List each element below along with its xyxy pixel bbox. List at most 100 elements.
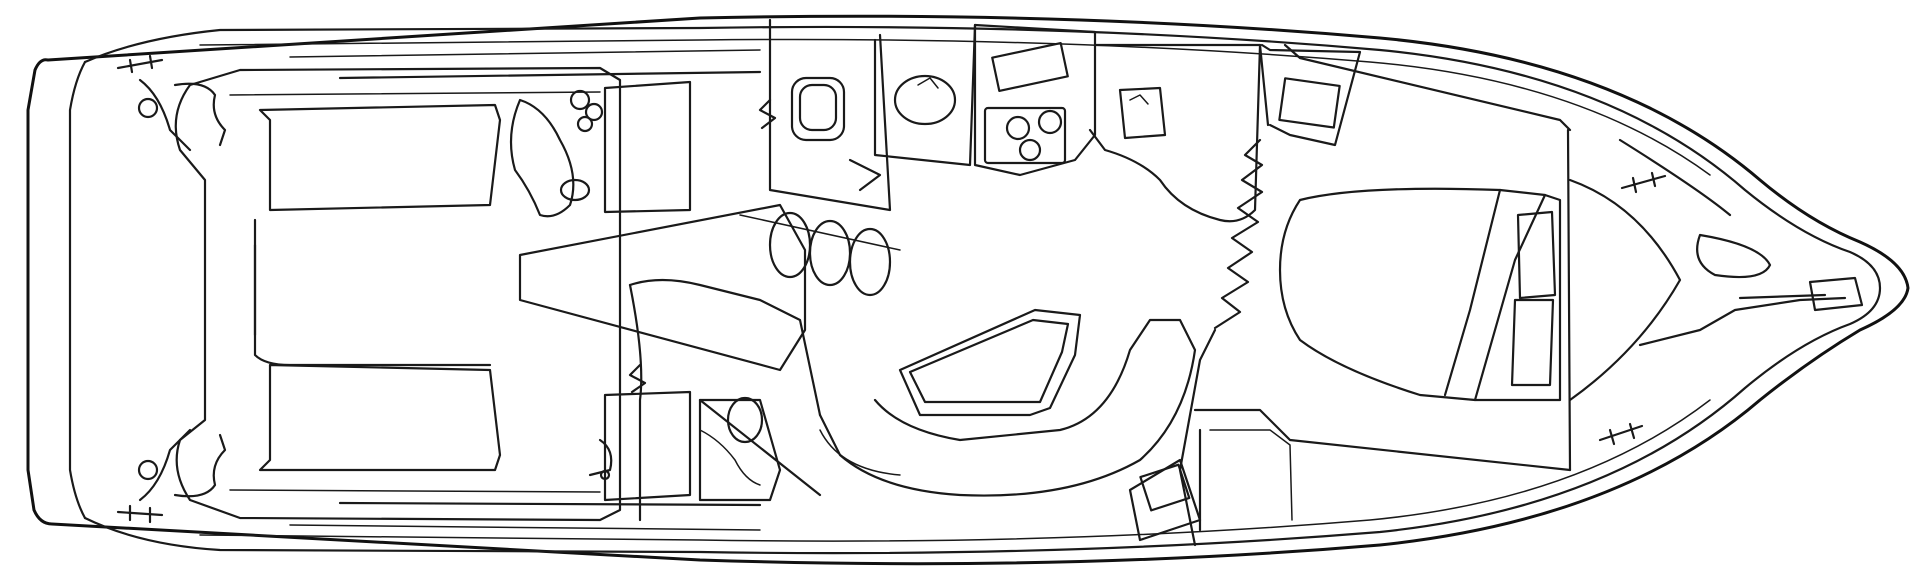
wetbar-sink-icon <box>559 178 591 202</box>
cockpit-wetbar <box>509 98 575 218</box>
anchor-locker-hatch <box>1696 233 1772 279</box>
cleats <box>116 54 1667 524</box>
dinette-table <box>898 308 1082 417</box>
wetbar-knob-3 <box>576 115 594 133</box>
side-deck-rail-top <box>338 70 762 80</box>
forward-bulkhead-lower <box>1178 328 1217 547</box>
drain-circle-bottom <box>137 459 159 481</box>
head-faucet <box>917 77 939 89</box>
cockpit <box>137 66 762 522</box>
salon-settee-back <box>819 429 901 476</box>
cockpit-inner-top <box>229 91 601 96</box>
aft-swim-ladder-top <box>173 82 227 147</box>
toe-rail-top <box>289 49 761 58</box>
bow-pulpit-line <box>1638 296 1847 347</box>
hull-inner-line-3 <box>199 399 1711 542</box>
aft-cabin-divider <box>698 398 822 497</box>
stove-burner-icon-2 <box>1037 109 1063 135</box>
forward-locker-bottom-box <box>1139 463 1191 512</box>
forward-cabin-lower-wall-2 <box>1209 429 1293 521</box>
wetbar-knob-1 <box>569 89 591 111</box>
anchor-roller <box>1808 276 1864 312</box>
bow-rail <box>1738 293 1827 300</box>
aft-cabin <box>588 283 822 522</box>
head-door-swing <box>848 158 882 192</box>
aft-cabin-zigzag <box>628 363 647 394</box>
galley-lower-counter <box>1088 43 1262 223</box>
cockpit-floor <box>253 218 492 367</box>
v-berth-mattress <box>1278 187 1547 402</box>
aft-seat-port <box>258 363 502 472</box>
bow-foredeck-outline <box>1568 178 1682 402</box>
stove-burner-icon <box>1005 115 1031 141</box>
microwave <box>991 41 1069 93</box>
aft-cabin-bulkhead <box>628 283 643 522</box>
stair-rail <box>739 214 901 251</box>
hull-inner-sheer <box>83 25 1882 555</box>
companionway-steps-triangle <box>518 203 807 372</box>
head-door-zigzag <box>758 98 777 130</box>
forward-berth-divider <box>1258 43 1270 127</box>
chain-locker-bulkhead <box>1283 43 1572 132</box>
cockpit-cabinet-port <box>603 390 692 502</box>
forward-locker-bottom <box>1128 458 1202 542</box>
hull <box>26 14 1910 566</box>
head-bulkhead <box>768 18 892 212</box>
cockpit-coaming <box>174 66 622 522</box>
bow-pulpit-top <box>1618 138 1732 217</box>
cockpit-inner-bottom <box>229 489 601 493</box>
v-berth <box>1193 43 1572 532</box>
stove-burner-icon-3 <box>1018 138 1042 162</box>
cockpit-cabinet-starboard <box>603 80 692 214</box>
drawer-knob <box>599 469 611 481</box>
stair-step-2 <box>808 219 852 287</box>
aft-cabin-porthole <box>726 396 764 444</box>
v-berth-pillow-bottom <box>1510 298 1555 387</box>
forward-locker-box <box>1278 77 1341 129</box>
salon <box>628 278 1197 497</box>
wetbar-knob-2 <box>584 102 604 122</box>
salon-floor <box>628 278 822 417</box>
v-berth-hullside-line <box>1443 188 1502 397</box>
cleat-icon-aft-starboard <box>116 54 164 74</box>
toilet-bowl <box>798 83 838 132</box>
stove-cooktop <box>983 106 1067 165</box>
forward-cabin-lower-wall <box>1193 408 1572 472</box>
v-berth-filler <box>1473 193 1562 402</box>
hull-outline <box>26 14 1910 566</box>
v-berth-pillow-top <box>1516 210 1557 300</box>
transom-step-bottom <box>138 428 192 502</box>
forward-locker-top <box>1260 43 1362 147</box>
galley-sink-icon <box>1118 86 1167 140</box>
galley-counter <box>973 23 1097 177</box>
aft-cabin-step <box>698 398 782 502</box>
side-deck-rail-bottom <box>338 501 762 507</box>
hull-inner-line-2 <box>199 38 1711 176</box>
aft-cabin-drawer <box>588 438 613 477</box>
stair-step-3 <box>848 227 892 297</box>
transom-step-top <box>138 78 192 152</box>
forward-bulkhead-full <box>1566 128 1572 472</box>
aft-seat-starboard <box>258 103 502 212</box>
deck-details <box>229 49 761 531</box>
bow-deck <box>1568 138 1864 402</box>
drain-circle-top <box>137 97 159 119</box>
aft-swim-ladder-bottom <box>173 433 227 498</box>
wetbar-fixtures <box>559 89 604 202</box>
head-compartment <box>758 18 977 212</box>
head-sink-icon <box>893 74 957 126</box>
cleat-icon-bow-port <box>1598 422 1644 446</box>
head-divider <box>873 23 977 167</box>
cleat-icon-bow-starboard <box>1620 171 1667 194</box>
galley <box>973 23 1262 223</box>
bulkhead-zigzag <box>1213 138 1264 330</box>
dinette-seating <box>818 318 1197 497</box>
companionway <box>518 203 901 372</box>
dinette-table-inner <box>908 318 1070 404</box>
cleat-icon-aft-port <box>116 504 164 524</box>
engine-hatch-hatch <box>699 429 761 486</box>
transom-line <box>68 60 87 520</box>
toilet-icon <box>790 76 846 142</box>
